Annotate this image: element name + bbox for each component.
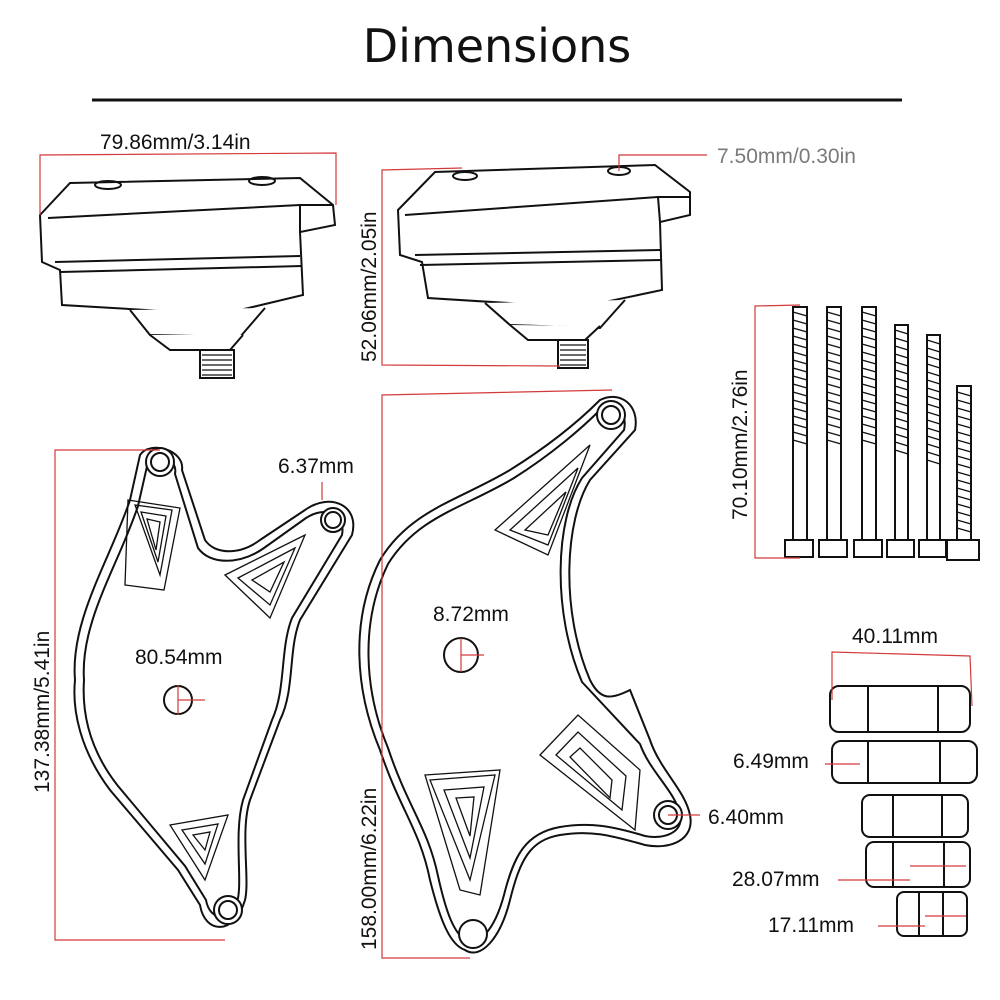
right-plate-small-hole-label: 6.40mm — [708, 806, 784, 829]
spacer-medium-label: 28.07mm — [732, 868, 820, 891]
bolt-set — [784, 306, 980, 561]
slider-hole-dimension — [618, 154, 707, 171]
left-plate-center-dimension — [177, 685, 205, 715]
bolt — [946, 385, 980, 561]
spacer-short-label: 17.11mm — [768, 914, 854, 937]
bolt — [784, 306, 814, 558]
spacer-medium-dimension — [838, 865, 966, 881]
spacer-length-dimension — [831, 651, 973, 707]
slider-height-dimension — [381, 167, 561, 367]
spacer — [896, 891, 968, 937]
right-plate-center-hole-label: 8.72mm — [433, 603, 509, 626]
bolt-length-dimension — [754, 304, 801, 559]
spacer — [861, 794, 969, 838]
left-plate-height-dimension — [54, 449, 225, 941]
spacer-short-dimension — [878, 915, 966, 927]
right-plate-center-dimension — [460, 638, 484, 672]
slider-width-dimension — [39, 152, 337, 215]
spacer-set — [829, 685, 978, 937]
right-plate-height-label: 158.00mm/6.22in — [358, 788, 381, 950]
left-plate-center-label: 80.54mm — [135, 646, 223, 669]
slider-hole-label: 7.50mm/0.30in — [717, 145, 856, 168]
left-mount-plate — [73, 446, 355, 928]
spacer — [829, 685, 971, 733]
spacer-diameter-label: 6.49mm — [733, 750, 809, 773]
right-plate-height-dimension — [381, 389, 613, 959]
right-mount-plate — [358, 395, 692, 954]
frame-slider-left — [38, 176, 337, 379]
bolt — [818, 306, 848, 558]
bolt — [853, 306, 883, 558]
bolt — [886, 324, 915, 558]
spacer-length-label: 40.11mm — [852, 625, 938, 648]
left-plate-small-hole-label: 6.37mm — [278, 455, 354, 478]
frame-slider-right — [396, 163, 691, 369]
page-title: Dimensions — [363, 19, 631, 73]
slider-width-label: 79.86mm/3.14in — [100, 131, 251, 154]
spacer — [831, 740, 978, 784]
bolt-length-label: 70.10mm/2.76in — [729, 369, 752, 520]
bolt — [918, 334, 947, 558]
left-plate-height-label: 137.38mm/5.41in — [31, 631, 54, 793]
slider-height-label: 52.06mm/2.05in — [358, 211, 381, 362]
